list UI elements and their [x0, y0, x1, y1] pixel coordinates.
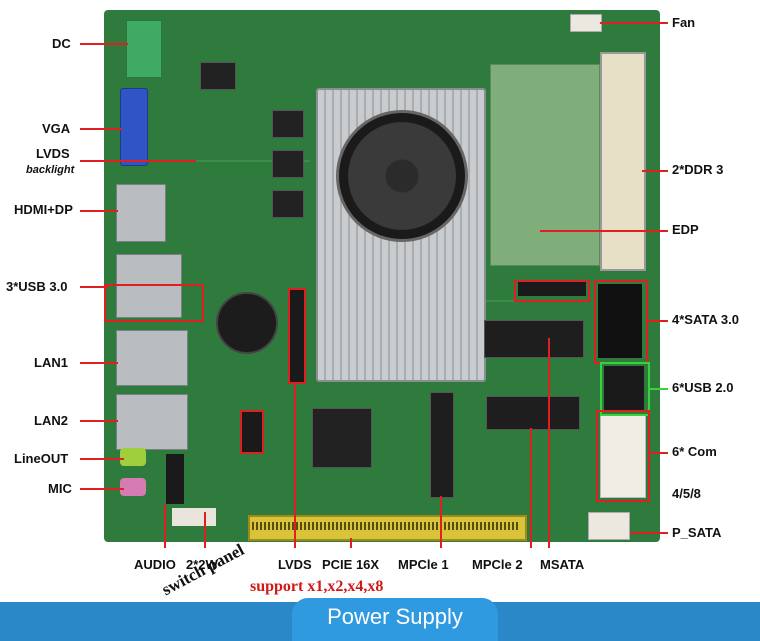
lan1-callout-line: [80, 362, 118, 364]
pcie-slot-contacts: [252, 522, 518, 530]
cmos-battery: [216, 292, 278, 354]
lineout-callout-line: [80, 458, 124, 460]
label-fan: Fan: [672, 15, 696, 30]
mic-callout-line: [80, 488, 124, 490]
label-usb30: 3*USB 3.0: [6, 279, 68, 294]
label-usb20: 6*USB 2.0: [672, 380, 734, 395]
speaker-header: [172, 508, 216, 526]
pcie-callout-line: [350, 538, 352, 548]
dc-callout-line: [80, 43, 128, 45]
pcb-trace: [110, 160, 310, 162]
switch-panel-header: [240, 410, 264, 454]
cpu-fan: [336, 110, 468, 242]
p-sata-connector: [588, 512, 630, 540]
hdmi-callout-line: [80, 210, 118, 212]
label-com: 6* Com: [672, 444, 717, 459]
audio-header: [166, 454, 184, 504]
chip: [312, 408, 372, 468]
label-audio: AUDIO: [134, 557, 176, 572]
mic-jack: [120, 478, 146, 496]
sata-callout-box: [594, 280, 648, 364]
lvds-bottom-callout-line: [294, 382, 296, 548]
ddr3-slot: [600, 52, 646, 271]
hdmi-dp-port: [116, 184, 166, 242]
chip: [272, 110, 304, 138]
label-pcie-support: support x1,x2,x4,x8: [250, 578, 384, 595]
usb30-ports: [116, 254, 182, 318]
usb20-headers: [604, 366, 644, 410]
ddr3-callout-line: [642, 170, 668, 172]
audio-callout-line: [164, 504, 166, 548]
label-p-sata: P_SATA: [672, 525, 722, 540]
mpcie1-callout-line: [440, 496, 442, 548]
p-sata-callout-line: [630, 532, 668, 534]
twow-callout-line: [204, 512, 206, 548]
label-lan1: LAN1: [34, 355, 68, 370]
power-supply-title: Power Supply: [327, 604, 463, 629]
mpcie2-slot: [486, 396, 580, 430]
dc-connector: [126, 20, 162, 78]
lan2-callout-line: [80, 420, 118, 422]
label-msata: MSATA: [540, 557, 585, 572]
sata-connectors: [598, 284, 642, 358]
label-lvds: LVDS: [36, 146, 70, 161]
label-2x2w: 2*2W: [186, 557, 218, 572]
mpcie2-callout-line: [530, 428, 532, 548]
label-dc: DC: [52, 36, 71, 51]
chip: [272, 150, 304, 178]
label-mpcie2: MPCle 2: [472, 557, 523, 572]
label-ddr3: 2*DDR 3: [672, 162, 724, 177]
label-sata: 4*SATA 3.0: [672, 312, 739, 327]
lvds-header: [288, 288, 306, 384]
com-callout-box: [596, 410, 650, 502]
lineout-jack: [120, 448, 146, 466]
label-mpcie1: MPCle 1: [398, 557, 449, 572]
lan1-port: [116, 330, 188, 386]
ddr3-module: [490, 64, 600, 266]
label-pcie: PCIE 16X: [322, 557, 380, 572]
vga-port: [120, 88, 148, 166]
label-com-sub: 4/5/8: [672, 486, 701, 501]
msata-slot: [484, 320, 584, 358]
label-lan2: LAN2: [34, 413, 68, 428]
sata-callout-line: [646, 320, 668, 322]
chip: [272, 190, 304, 218]
edp-callout-line: [540, 230, 668, 232]
edp-callout-box: [514, 280, 590, 302]
com-callout-line: [648, 452, 668, 454]
fan-connector: [570, 14, 602, 32]
lan2-port: [116, 394, 188, 450]
label-hdmi-dp: HDMI+DP: [14, 202, 73, 217]
chip: [200, 62, 236, 90]
edp-connector: [518, 282, 586, 296]
label-vga: VGA: [42, 121, 71, 136]
fan-callout-line: [600, 22, 668, 24]
label-edp: EDP: [672, 222, 699, 237]
label-backlight: backlight: [26, 164, 75, 176]
power-supply-tab: [292, 598, 498, 641]
label-mic: MIC: [48, 481, 72, 496]
vga-callout-line: [80, 128, 122, 130]
usb30-callout-line: [80, 286, 108, 288]
usb20-callout-box: [600, 362, 650, 416]
usb20-callout-line: [648, 388, 668, 390]
label-lineout: LineOUT: [14, 451, 69, 466]
mpcie1-slot: [430, 392, 454, 498]
usb30-callout-box: [104, 284, 204, 322]
lvds-callout-line: [80, 160, 196, 162]
msata-callout-line: [548, 338, 550, 548]
label-lvds-bottom: LVDS: [278, 557, 312, 572]
